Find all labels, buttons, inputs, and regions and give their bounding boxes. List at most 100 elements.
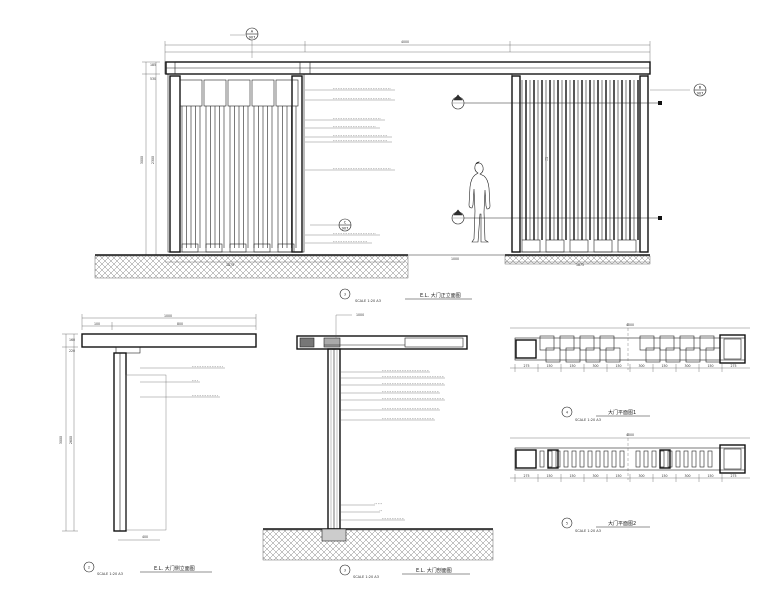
dim-bottom-left: 1875 bbox=[226, 263, 234, 267]
plan-dim-label: 300 bbox=[592, 474, 598, 478]
side-dim-split-1: 100 bbox=[94, 322, 100, 326]
left-gate-foot bbox=[253, 243, 271, 253]
plan-slat bbox=[691, 450, 697, 468]
plan-dim-label: 300 bbox=[638, 474, 644, 478]
title-bubble-2 bbox=[83, 561, 95, 573]
plan-block bbox=[545, 347, 561, 363]
plan-block bbox=[699, 335, 715, 351]
plan-dim-label: 275 bbox=[523, 474, 529, 478]
plan-slat bbox=[635, 450, 641, 468]
plan-block bbox=[645, 347, 661, 363]
title-4: 大门平面图1 bbox=[608, 409, 636, 416]
title-bubble-4 bbox=[561, 406, 573, 418]
dim-left-3: 2300 bbox=[151, 156, 155, 164]
marker-b-sheet: 907 bbox=[697, 92, 704, 96]
plan-dim-label: 275 bbox=[523, 364, 529, 368]
plan-post-left bbox=[515, 339, 537, 359]
plan-dim-total: 4000 bbox=[626, 323, 634, 327]
side-dim-left-4: 3000 bbox=[59, 436, 63, 444]
plan-block bbox=[539, 335, 555, 351]
section-dim-top: 1000 bbox=[356, 313, 364, 317]
plan-post-left bbox=[515, 449, 537, 469]
plan-block bbox=[579, 335, 595, 351]
plan-post-mid bbox=[547, 449, 559, 469]
dim-left-4: 3000 bbox=[140, 156, 144, 164]
plan-block bbox=[599, 335, 615, 351]
plan-slat bbox=[603, 450, 609, 468]
plan-dim-label: 150 bbox=[615, 474, 621, 478]
plan-block bbox=[639, 335, 655, 351]
plan-dim-label: 300 bbox=[592, 364, 598, 368]
title-5-num: 5 bbox=[566, 522, 568, 526]
plan-slat bbox=[619, 450, 625, 468]
title-4-scale: SCALE 1:20 A3 bbox=[575, 418, 601, 422]
front-elevation: 4000 A 907 185 530 2300 3000 bbox=[94, 27, 707, 303]
plan-dim-label: 150 bbox=[546, 364, 552, 368]
title-bubble-1 bbox=[339, 288, 351, 300]
title-2-num: 2 bbox=[88, 566, 90, 570]
plan-slat bbox=[587, 450, 593, 468]
plan-dim-label: 300 bbox=[684, 364, 690, 368]
plan-dim-label: 150 bbox=[661, 364, 667, 368]
marker-a-sheet: 907 bbox=[249, 36, 256, 40]
plan-post-inner bbox=[723, 338, 742, 360]
title-2: E.L. 大门侧立面图 bbox=[154, 565, 195, 572]
plan-outline bbox=[514, 337, 746, 361]
plan-dim-label: 150 bbox=[661, 474, 667, 478]
right-gate-foot bbox=[617, 239, 637, 253]
left-gate-panel-top bbox=[203, 79, 227, 107]
human-figure bbox=[468, 161, 491, 243]
plan-slat bbox=[643, 450, 649, 468]
right-gate-foot bbox=[569, 239, 589, 253]
title-1-num: 3 bbox=[344, 293, 346, 297]
gate-section: 1000 3 E.L. 大门剖面图 SCALE 1:20 A3 bbox=[262, 313, 494, 579]
plan-dim-label: 300 bbox=[684, 474, 690, 478]
title-5-scale: SCALE 1:20 A3 bbox=[575, 529, 601, 533]
gate-tag: 门 bbox=[545, 156, 548, 161]
dim-left-1: 185 bbox=[150, 63, 156, 67]
title-4-num: 4 bbox=[566, 411, 569, 415]
side-dim-left-1: 160 bbox=[69, 338, 75, 342]
plan-slat bbox=[571, 450, 577, 468]
left-gate-foot bbox=[277, 243, 295, 253]
plan-dim-label: 300 bbox=[638, 364, 644, 368]
side-dim-left-2: 220 bbox=[69, 349, 75, 353]
side-dim-left-3: 2600 bbox=[69, 436, 73, 444]
marker-b-num: B bbox=[699, 86, 702, 90]
title-2-scale: SCALE 1:20 A3 bbox=[97, 572, 123, 576]
title-3: E.L. 大门剖面图 bbox=[416, 567, 452, 574]
side-elevation: 1000 100 800 160 220 2600 3000 400 2 E.L… bbox=[59, 314, 257, 576]
marker-c-num: C bbox=[344, 221, 347, 225]
left-gate-foot bbox=[205, 243, 223, 253]
right-gate-foot bbox=[593, 239, 613, 253]
title-bubble-3 bbox=[339, 564, 351, 576]
plan-dim-total: 4000 bbox=[626, 433, 634, 437]
plan-dim-label: 150 bbox=[615, 364, 621, 368]
plan-slat bbox=[579, 450, 585, 468]
plan-slat bbox=[699, 450, 705, 468]
side-dim-top: 1000 bbox=[164, 314, 172, 318]
dim-bottom-mid: 1000 bbox=[451, 257, 459, 261]
title-1: E.L. 大门正立面图 bbox=[420, 292, 461, 299]
plan-dim-label: 150 bbox=[707, 474, 713, 478]
plan-dim-label: 150 bbox=[569, 364, 575, 368]
left-gate-foot bbox=[181, 243, 199, 253]
plan-block bbox=[659, 335, 675, 351]
marker-a-num: A bbox=[251, 30, 254, 34]
plan-block bbox=[605, 347, 621, 363]
side-dim-split-2: 800 bbox=[177, 322, 183, 326]
plan-slat bbox=[651, 450, 657, 468]
plan-slat bbox=[675, 450, 681, 468]
plan-post-right bbox=[719, 444, 746, 474]
plan-block bbox=[559, 335, 575, 351]
dim-left-2: 530 bbox=[150, 77, 156, 81]
plan-slat bbox=[683, 450, 689, 468]
plan-slat bbox=[539, 450, 545, 468]
plan-post-inner bbox=[723, 448, 742, 470]
plan-post-mid bbox=[659, 449, 671, 469]
title-5: 大门平面图2 bbox=[608, 520, 636, 527]
plan-dim-label: 150 bbox=[569, 474, 575, 478]
plan-block bbox=[679, 335, 695, 351]
plan-block bbox=[665, 347, 681, 363]
